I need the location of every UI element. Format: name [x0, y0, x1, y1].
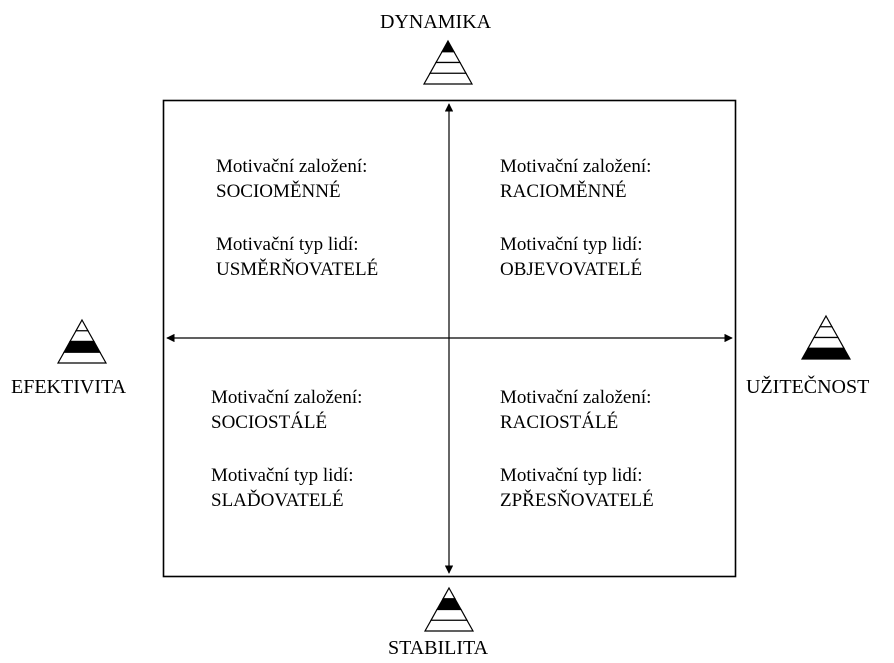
pyramid-icon-bottom [423, 586, 475, 632]
axis-title-bottom: STABILITA [388, 637, 489, 659]
type-value: ZPŘESŇOVATELÉ [500, 490, 654, 511]
type-value: SLAĎOVATELÉ [211, 490, 344, 511]
pyramid-band [422, 72, 474, 85]
pyramid-icon-top [422, 39, 474, 85]
quadrant-top-right: Motivační založení: RACIOMĚNNÉ Motivační… [500, 154, 651, 282]
quadrant-frame [162, 99, 737, 578]
motive-value: RACIOSTÁLÉ [500, 412, 619, 433]
motive-value: SOCIOSTÁLÉ [211, 412, 328, 433]
pyramid-band [68, 330, 96, 343]
pyramid-band [429, 608, 469, 621]
axis-title-top: DYNAMIKA [380, 11, 492, 33]
type-label: Motivační typ lidí: [500, 465, 643, 486]
quadrant-bottom-left: Motivační založení: SOCIOSTÁLÉ Motivační… [211, 385, 362, 513]
motive-label: Motivační založení: [500, 156, 652, 177]
motive-value: RACIOMĚNNÉ [500, 181, 627, 202]
pyramid-band [440, 39, 456, 53]
type-value: OBJEVOVATELÉ [500, 259, 643, 280]
pyramid-icon-right [800, 314, 852, 360]
pyramid-band [62, 340, 102, 353]
type-value: USMĚRŇOVATELÉ [216, 259, 379, 280]
pyramid-band [428, 61, 468, 74]
motive-value: SOCIOMĚNNÉ [216, 181, 341, 202]
type-label: Motivační typ lidí: [500, 234, 643, 255]
pyramid-icon-left [56, 318, 108, 364]
pyramid-band [812, 326, 840, 339]
pyramid-band [441, 586, 457, 600]
pyramid-band [818, 314, 834, 328]
motive-label: Motivační založení: [500, 387, 652, 408]
pyramid-band [74, 318, 90, 332]
motive-label: Motivační založení: [216, 156, 368, 177]
axis-title-left: EFEKTIVITA [11, 376, 127, 398]
pyramid-band [435, 598, 463, 611]
quadrant-top-left: Motivační založení: SOCIOMĚNNÉ Motivační… [216, 154, 378, 282]
pyramid-band [806, 336, 846, 349]
axis-title-right: UŽITEČNOST [746, 376, 870, 398]
quadrant-bottom-right: Motivační založení: RACIOSTÁLÉ Motivační… [500, 385, 654, 513]
type-label: Motivační typ lidí: [211, 465, 354, 486]
pyramid-band [56, 351, 108, 364]
pyramid-band [423, 619, 475, 632]
type-label: Motivační typ lidí: [216, 234, 359, 255]
pyramid-band [434, 51, 462, 64]
motive-label: Motivační založení: [211, 387, 363, 408]
pyramid-band [800, 347, 852, 360]
